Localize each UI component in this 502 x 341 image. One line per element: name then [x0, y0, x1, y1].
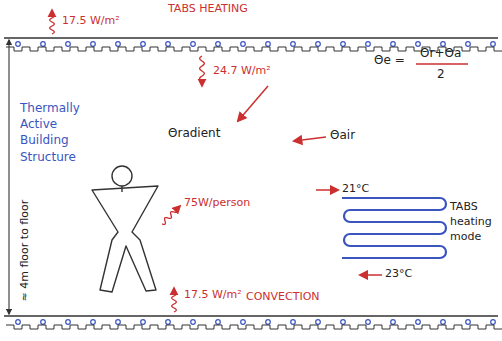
flux-value: 24.7 W/m² [213, 64, 271, 77]
mode-note: TABS heating mode [450, 200, 500, 245]
supply-temp: 21°C [342, 182, 369, 195]
flux-value: 17.5 W/m² [184, 288, 242, 301]
floor-slab [4, 315, 498, 316]
air-arrow [294, 137, 326, 141]
formula-text: Θe = [374, 53, 405, 67]
convection-label: CONVECTION [246, 290, 320, 303]
formula-text: Θr+Θa [420, 46, 461, 60]
radiant-arrow [238, 86, 268, 121]
structure-note: Thermally Active Building Structure [20, 100, 94, 165]
ceiling-slab [4, 37, 498, 38]
fraction-bar [416, 63, 468, 64]
heating-coil [342, 198, 446, 258]
person-figure [92, 166, 158, 292]
return-temp: 23°C [385, 267, 412, 280]
height-note: ≈ 4m floor to floor [18, 186, 31, 316]
title-label: TABS HEATING [168, 2, 248, 15]
supply-arrow [316, 189, 338, 191]
return-arrow [360, 274, 382, 276]
radiant-label: Θradient [168, 126, 220, 140]
slab-pipes [6, 42, 502, 329]
height-dimension [8, 40, 9, 314]
person-heat: 75W/person [184, 196, 250, 209]
formula-text: 2 [437, 67, 445, 81]
air-label: Θair [330, 128, 355, 142]
flux-value: 17.5 W/m² [62, 14, 120, 27]
